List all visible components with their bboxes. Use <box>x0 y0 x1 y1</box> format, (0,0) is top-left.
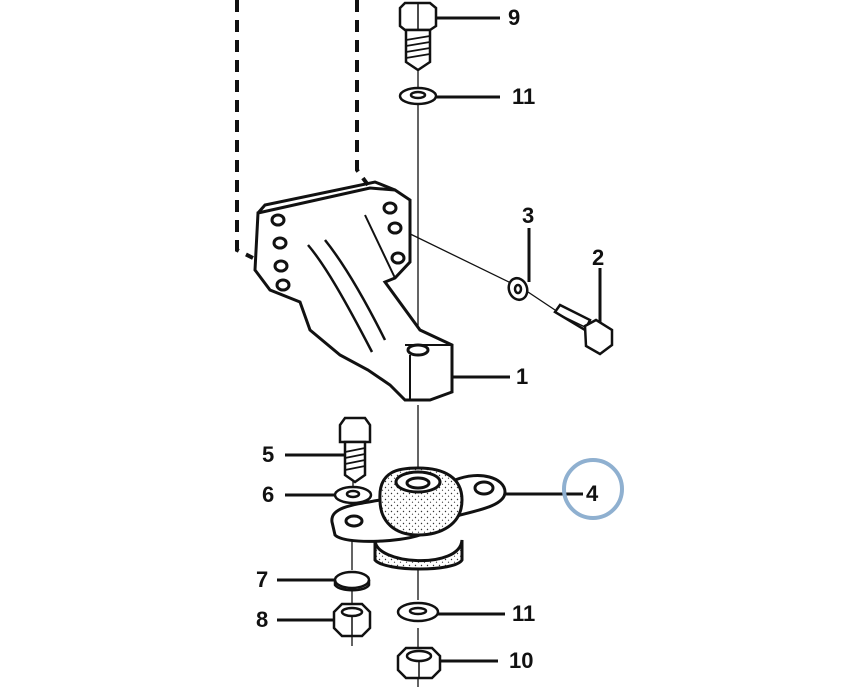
callout-11-bottom[interactable]: 11 <box>512 601 536 626</box>
callout-7[interactable]: 7 <box>256 567 269 592</box>
callout-leader-lines <box>277 16 602 663</box>
engine-block-outline <box>235 0 370 260</box>
callout-2[interactable]: 2 <box>592 245 605 270</box>
callout-1[interactable]: 1 <box>516 364 529 389</box>
callout-11-top[interactable]: 11 <box>512 84 536 109</box>
nut-8 <box>332 602 372 638</box>
callout-6[interactable]: 6 <box>262 482 275 507</box>
nut-10 <box>396 646 442 680</box>
callout-9[interactable]: 9 <box>508 5 521 30</box>
washer-11-bottom <box>396 601 440 623</box>
callout-5[interactable]: 5 <box>262 442 275 467</box>
washer-6 <box>333 485 373 505</box>
callout-8[interactable]: 8 <box>256 607 269 632</box>
bolt-5 <box>338 416 372 484</box>
washer-11-top <box>398 86 438 106</box>
washer-7 <box>333 570 371 592</box>
assembly-axis-lines <box>351 70 556 687</box>
bolt-2 <box>553 303 614 356</box>
bolt-9 <box>398 1 438 72</box>
engine-mount-bracket <box>253 180 454 402</box>
highlight-ring <box>562 458 624 520</box>
callout-4[interactable]: 4 <box>586 481 599 506</box>
washer-3 <box>507 276 529 302</box>
rubber-engine-mount <box>330 466 507 571</box>
callout-10[interactable]: 10 <box>509 648 534 673</box>
callout-3[interactable]: 3 <box>522 203 535 228</box>
